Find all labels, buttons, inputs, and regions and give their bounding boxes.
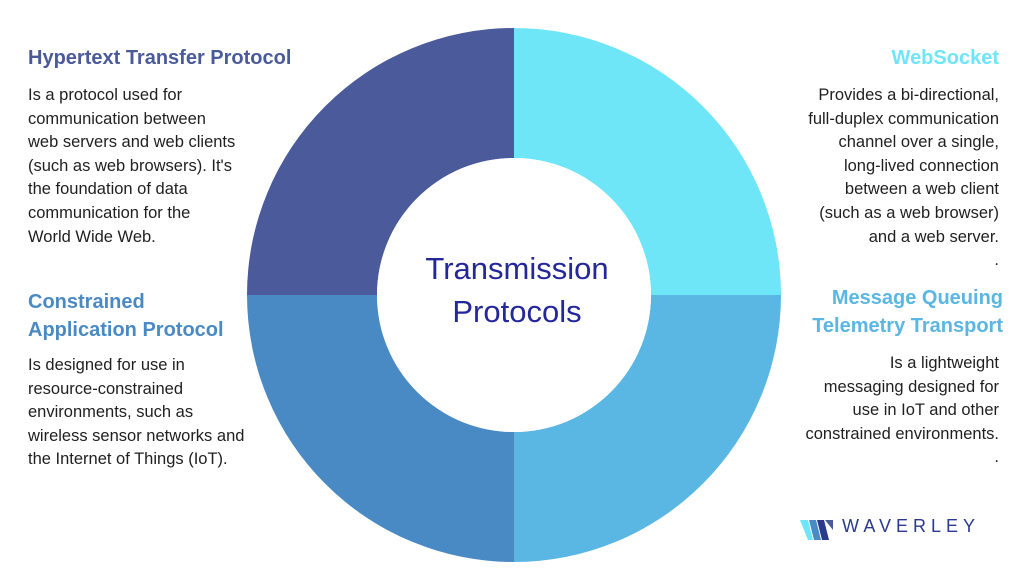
mqtt-title-line2: Telemetry Transport (812, 315, 1003, 337)
websocket-block: WebSocket Provides a bi-directional, ful… (699, 44, 999, 273)
coap-desc-line: Is designed for use in (28, 356, 185, 374)
http-block: Hypertext Transfer Protocol Is a protoco… (28, 44, 328, 249)
coap-desc-line: wireless sensor networks and (28, 426, 245, 445)
coap-title-line2: Application Protocol (28, 319, 224, 341)
http-desc-line: communication between (28, 109, 206, 128)
coap-desc-line: the Internet of Things (IoT). (28, 450, 228, 469)
mqtt-desc-line: . (994, 448, 999, 467)
coap-title-line1: Constrained (28, 291, 145, 313)
brand-name: WAVERLEY (842, 516, 981, 536)
http-description: Is a protocol used for communication bet… (28, 84, 328, 249)
coap-desc-line: environments, such as (28, 403, 194, 422)
segment-websocket (514, 28, 781, 295)
websocket-desc-line: channel over a single, (838, 133, 999, 152)
websocket-description: Provides a bi-directional, full-duplex c… (699, 84, 999, 273)
websocket-desc-line: . (994, 251, 999, 270)
center-hole (377, 158, 651, 432)
mqtt-title-line1: Message Queuing (831, 287, 1003, 309)
mqtt-description: Is a lightweight messaging designed for … (703, 352, 1003, 470)
segment-http (247, 28, 514, 295)
http-title: Hypertext Transfer Protocol (28, 47, 292, 69)
center-title-line1: Transmission (425, 251, 608, 286)
segment-mqtt (514, 295, 781, 562)
http-desc-line: World Wide Web. (28, 227, 156, 246)
mqtt-desc-line: constrained environments. (805, 424, 999, 443)
mqtt-title: Message Queuing Telemetry Transport (703, 284, 1003, 340)
websocket-desc-line: and a web server. (868, 227, 999, 246)
websocket-desc-line: between a web client (844, 180, 999, 199)
http-desc-line: Is a protocol used for (28, 86, 183, 104)
coap-block: Constrained Application Protocol Is desi… (28, 288, 328, 472)
coap-title: Constrained Application Protocol (28, 288, 328, 344)
mqtt-block: Message Queuing Telemetry Transport Is a… (703, 284, 1003, 470)
center-title-line2: Protocols (452, 294, 581, 329)
websocket-desc-line: Provides a bi-directional, (818, 86, 999, 104)
http-desc-line: communication for the (28, 203, 191, 222)
websocket-desc-line: long-lived connection (843, 156, 999, 175)
websocket-desc-line: full-duplex communication (808, 109, 999, 128)
segment-coap (247, 295, 514, 562)
coap-description: Is designed for use in resource-constrai… (28, 354, 328, 472)
http-desc-line: the foundation of data (28, 180, 188, 199)
mqtt-desc-line: messaging designed for (823, 377, 999, 396)
websocket-desc-line: (such as a web browser) (819, 203, 999, 222)
coap-desc-line: resource-constrained (28, 379, 183, 398)
websocket-title: WebSocket (891, 47, 999, 69)
waverley-logo-icon (800, 520, 833, 540)
http-desc-line: (such as web browsers). It's (28, 156, 232, 175)
http-desc-line: web servers and web clients (28, 133, 236, 152)
mqtt-desc-line: Is a lightweight (889, 354, 999, 372)
mqtt-desc-line: use in IoT and other (852, 401, 999, 420)
